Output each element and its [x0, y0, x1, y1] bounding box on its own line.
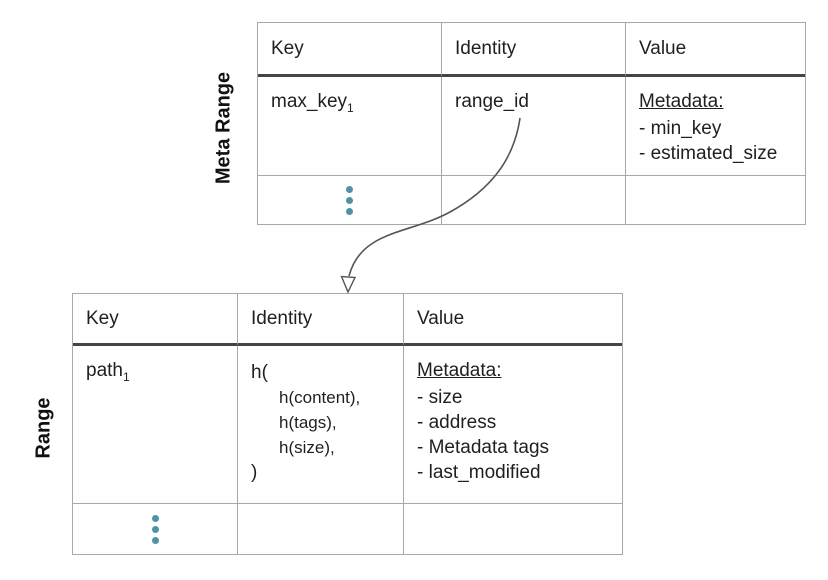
identity-value: range_id: [455, 91, 529, 112]
key-name: path: [86, 360, 123, 381]
range-empty-cell: [404, 504, 622, 554]
range-empty-cell: [238, 504, 404, 554]
metadata-item: - min_key: [639, 118, 722, 139]
metadata-item: - estimated_size: [639, 143, 778, 164]
meta-range-cell-value: Metadata: - min_key - estimated_size: [626, 77, 805, 176]
range-header-identity: Identity: [238, 294, 404, 346]
range-header-value: Value: [404, 294, 622, 346]
meta-range-header-key: Key: [258, 23, 442, 77]
meta-range-ellipsis-cell: [258, 176, 442, 224]
metadata-item: - address: [417, 412, 497, 433]
range-cell-key: path1: [73, 346, 238, 504]
vertical-ellipsis-icon: [73, 504, 237, 554]
key-subscript: 1: [122, 369, 130, 384]
column-header-label: Value: [417, 307, 465, 329]
column-header-label: Identity: [251, 307, 313, 329]
meta-range-header-value: Value: [626, 23, 805, 77]
column-header-label: Identity: [455, 37, 517, 59]
column-header-label: Value: [639, 37, 687, 59]
metadata-item: - Metadata tags: [417, 437, 550, 458]
meta-range-label: Meta Range: [212, 71, 235, 185]
key-name: max_key: [271, 91, 348, 112]
metadata-item: - size: [417, 387, 463, 408]
identity-line: h(size),: [279, 438, 335, 457]
identity-line: h(: [251, 362, 268, 383]
identity-line: h(tags),: [279, 413, 337, 432]
meta-range-header-identity: Identity: [442, 23, 626, 77]
metadata-heading: Metadata:: [417, 360, 502, 381]
identity-line: h(content),: [279, 388, 361, 407]
meta-range-empty-cell: [442, 176, 626, 224]
open-arrowhead-icon: [340, 275, 357, 294]
metadata-heading: Metadata:: [639, 91, 724, 112]
range-label: Range: [32, 397, 55, 459]
identity-line: ): [251, 462, 258, 483]
meta-range-empty-cell: [626, 176, 805, 224]
metadata-item: - last_modified: [417, 462, 541, 483]
range-ellipsis-cell: [73, 504, 238, 554]
meta-range-cell-identity: range_id: [442, 77, 626, 176]
range-cell-identity: h( h(content), h(tags), h(size), ): [238, 346, 404, 504]
column-header-label: Key: [86, 307, 119, 329]
range-cell-value: Metadata: - size - address - Metadata ta…: [404, 346, 622, 504]
meta-range-table: Key Identity Value max_key1 range_id Met…: [257, 22, 806, 225]
vertical-ellipsis-icon: [258, 176, 441, 224]
range-header-key: Key: [73, 294, 238, 346]
meta-range-cell-key: max_key1: [258, 77, 442, 176]
range-table: Key Identity Value path1 h( h(content), …: [72, 293, 623, 555]
key-subscript: 1: [347, 100, 354, 115]
column-header-label: Key: [271, 37, 304, 59]
